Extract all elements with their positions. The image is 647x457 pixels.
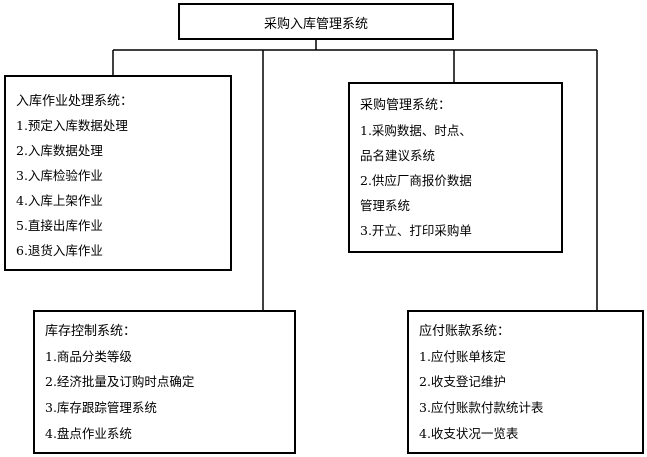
inventory-box: 库存控制系统： 1.商品分类等级 2.经济批量及订购时点确定 3.库存跟踪管理系…: [33, 310, 296, 454]
payable-item: 4.收支状况一览表: [419, 426, 519, 441]
inbound-item: 2.入库数据处理: [16, 143, 103, 158]
purchase-item: 品名建议系统: [360, 148, 436, 163]
inventory-item: 4.盘点作业系统: [45, 426, 132, 441]
inbound-item: 3.入库检验作业: [16, 168, 103, 183]
payable-box: 应付账款系统： 1.应付账单核定 2.收支登记维护 3.应付账款付款统计表 4.…: [407, 310, 644, 454]
inbound-item: 5.直接出库作业: [16, 218, 103, 233]
inventory-item: 1.商品分类等级: [45, 349, 132, 364]
payable-item: 2.收支登记维护: [419, 374, 506, 389]
inventory-item: 3.库存跟踪管理系统: [45, 400, 157, 415]
payable-item: 1.应付账单核定: [419, 349, 506, 364]
purchase-item: 管理系统: [360, 198, 411, 213]
purchase-item: 1.采购数据、时点、: [360, 123, 472, 138]
payable-title: 应付账款系统：: [419, 324, 511, 339]
root-box: 采购入库管理系统: [178, 3, 454, 40]
inbound-item: 6.退货入库作业: [16, 243, 103, 258]
purchase-item: 3.开立、打印采购单: [360, 223, 472, 238]
root-title: 采购入库管理系统: [263, 17, 368, 32]
inbound-title: 入库作业处理系统：: [16, 94, 134, 109]
purchase-box: 采购管理系统： 1.采购数据、时点、 品名建议系统 2.供应厂商报价数据 管理系…: [348, 82, 563, 253]
inbound-item: 1.预定入库数据处理: [16, 118, 128, 133]
inventory-item: 2.经济批量及订购时点确定: [45, 374, 195, 389]
inbound-box: 入库作业处理系统： 1.预定入库数据处理 2.入库数据处理 3.入库检验作业 4…: [4, 75, 232, 271]
payable-item: 3.应付账款付款统计表: [419, 400, 544, 415]
purchase-title: 采购管理系统：: [360, 98, 452, 113]
inbound-item: 4.入库上架作业: [16, 193, 103, 208]
inventory-title: 库存控制系统：: [45, 324, 137, 339]
purchase-item: 2.供应厂商报价数据: [360, 173, 472, 188]
